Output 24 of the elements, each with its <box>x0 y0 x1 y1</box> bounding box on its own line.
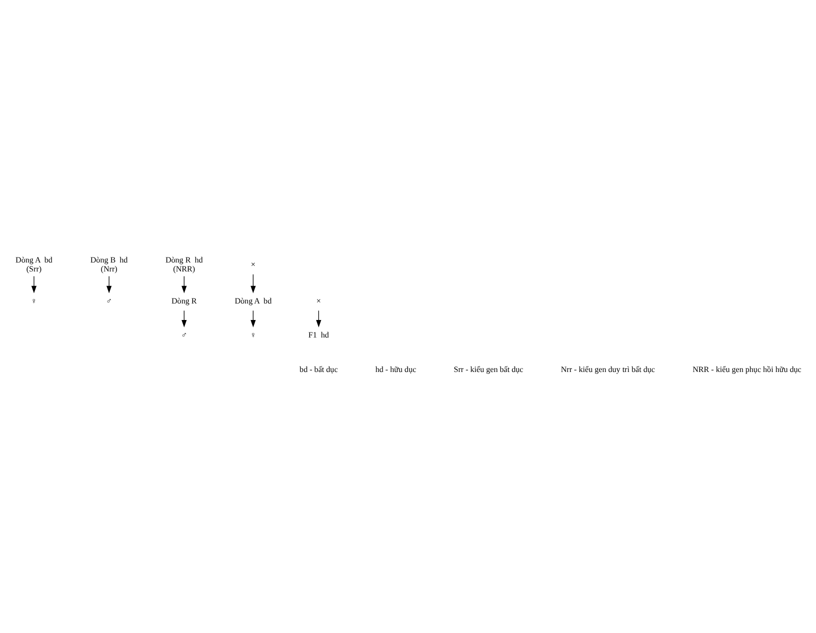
arrow <box>250 310 256 328</box>
node-text: ♀ <box>30 296 36 306</box>
node-text: ♀ <box>250 330 256 340</box>
arrow <box>250 274 256 294</box>
label: Srr - kiểu gen bất dục <box>453 364 523 374</box>
label: NRR - kiểu gen phục hồi hữu dục <box>692 364 801 374</box>
arrow <box>106 276 112 294</box>
arrow <box>30 276 36 294</box>
node-text: Dòng A bd (Srr) <box>15 255 52 274</box>
node-text: Dòng A bd <box>234 296 272 306</box>
label: bd - bất dục <box>299 364 338 374</box>
label: hd - hữu dục <box>374 364 416 374</box>
node-text: ♂ <box>106 296 112 306</box>
label: Nrr - kiểu gen duy trì bất dục <box>560 364 654 374</box>
node-text: × <box>250 260 255 270</box>
node-text: Dòng R hd (NRR) <box>164 255 202 274</box>
node-text: ♂ <box>180 330 187 340</box>
node-text: Dòng R <box>171 296 196 306</box>
node-text: F1 hd <box>308 330 328 340</box>
arrow <box>181 276 186 294</box>
node-text: Dòng B hd (Nrr) <box>90 255 128 274</box>
arrow <box>181 310 186 328</box>
arrow <box>316 310 321 328</box>
node-text: × <box>316 296 320 306</box>
